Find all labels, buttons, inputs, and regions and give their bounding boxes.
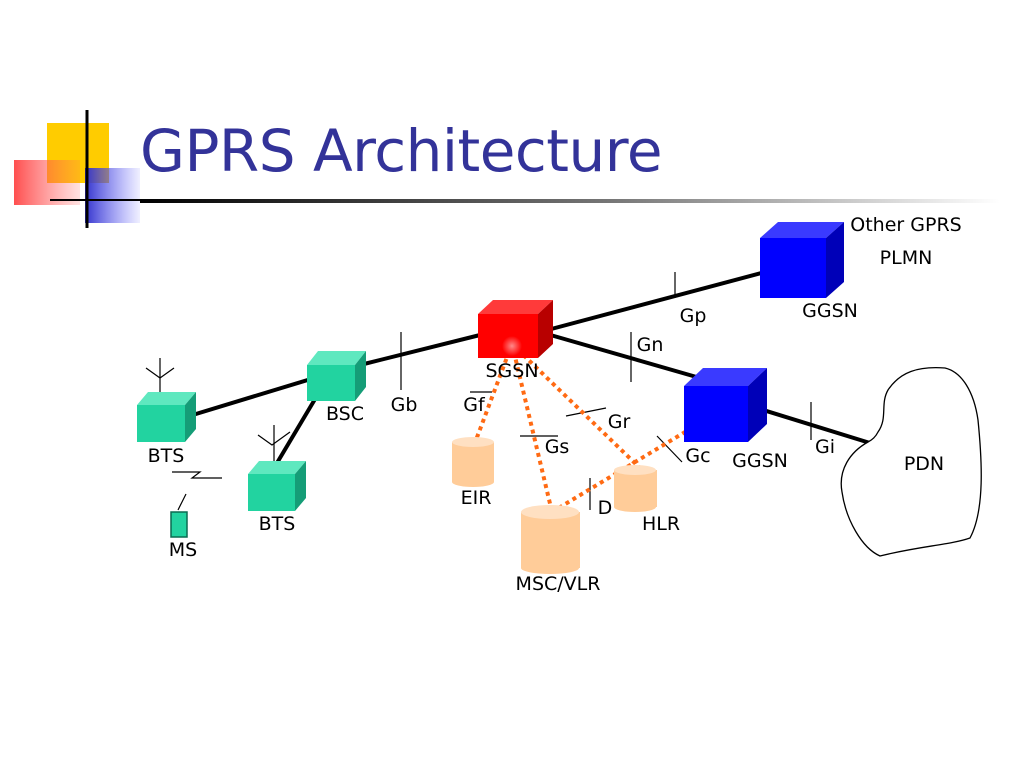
sgsn-node bbox=[478, 300, 553, 358]
bsc-node bbox=[307, 351, 366, 401]
pdn-label: PDN bbox=[904, 453, 944, 475]
slide-title: GPRS Architecture bbox=[140, 117, 663, 185]
bts-2-node bbox=[248, 461, 306, 511]
pdn-cloud bbox=[840, 366, 982, 557]
gf-interface-label: Gf bbox=[463, 394, 486, 416]
sgsn-ggsn-top-link bbox=[539, 262, 796, 334]
eir-label: EIR bbox=[461, 487, 492, 509]
ggsn-mid-label: GGSN bbox=[732, 450, 788, 472]
interface-ticks bbox=[145, 272, 812, 511]
bts-2-label: BTS bbox=[259, 513, 296, 535]
ggsn-mid-node bbox=[684, 368, 767, 442]
ggsn-pdn-link bbox=[759, 407, 871, 445]
bts-1-node bbox=[137, 392, 196, 442]
gc-interface-label: Gc bbox=[685, 445, 710, 467]
sgsn-ggsn-mid-link bbox=[539, 330, 701, 380]
bts-1-label: BTS bbox=[148, 445, 185, 467]
gi-interface-label: Gi bbox=[815, 436, 835, 458]
gb-interface-label: Gb bbox=[391, 394, 418, 416]
gp-interface-label: Gp bbox=[680, 305, 707, 327]
title-underline bbox=[140, 199, 1000, 203]
hlr-database bbox=[614, 465, 657, 512]
title-decoration bbox=[14, 110, 140, 228]
bsc-label: BSC bbox=[326, 403, 364, 425]
backbone-links bbox=[185, 262, 871, 470]
ggsn-top-node bbox=[760, 222, 844, 298]
gn-interface-label: Gn bbox=[637, 334, 664, 356]
sgsn-label: SGSN bbox=[485, 360, 538, 382]
msc-vlr-label: MSC/VLR bbox=[516, 573, 601, 595]
ms-label: MS bbox=[169, 539, 197, 561]
ms-phone-icon bbox=[170, 511, 188, 538]
eir-database bbox=[452, 437, 494, 487]
msc-vlr-database bbox=[521, 505, 580, 574]
d-interface-label: D bbox=[598, 497, 613, 519]
gr-interface-label: Gr bbox=[608, 411, 631, 433]
hlr-label: HLR bbox=[642, 513, 680, 535]
gs-interface-label: Gs bbox=[545, 436, 570, 458]
other-plmn-label-line1: Other GPRS bbox=[850, 214, 961, 236]
other-plmn-label-line2: PLMN bbox=[880, 247, 933, 269]
ggsn-top-label: GGSN bbox=[802, 300, 858, 322]
bsc-sgsn-link bbox=[359, 333, 481, 367]
